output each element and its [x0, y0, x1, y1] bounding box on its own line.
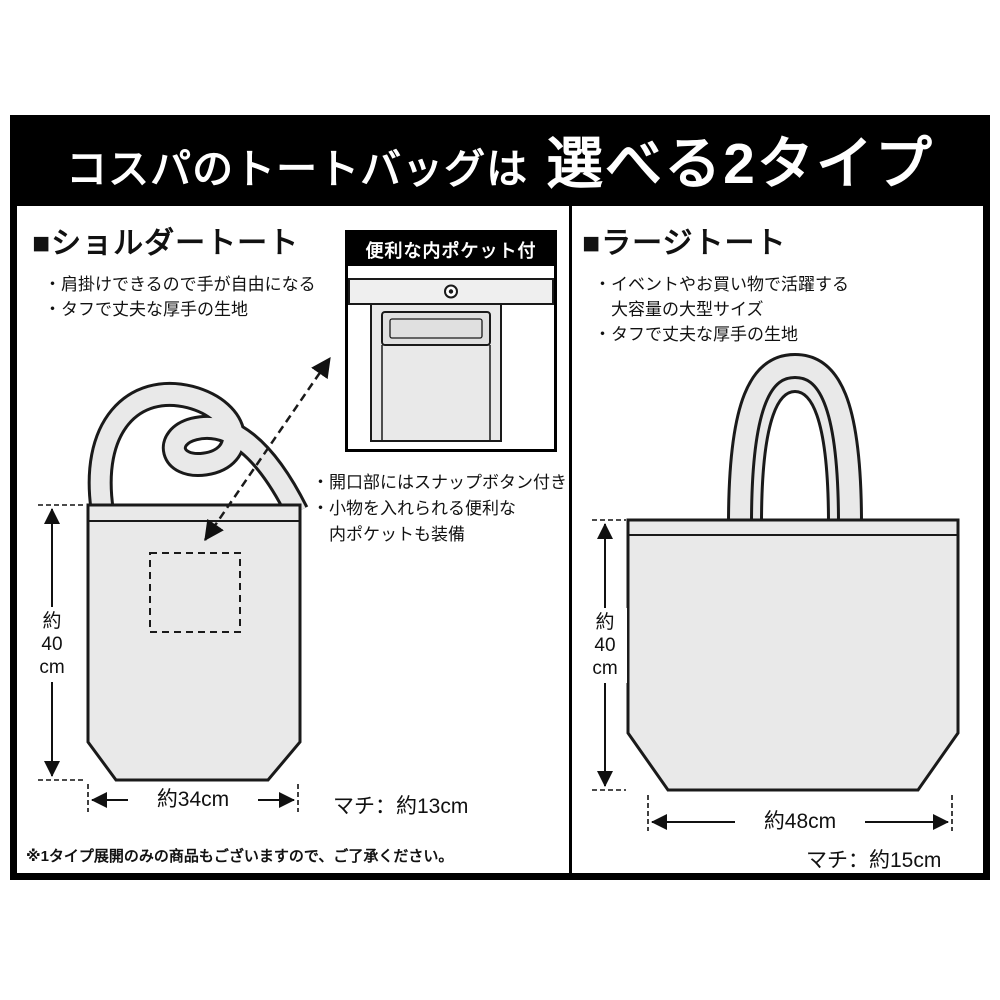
- shoulder-height-label: 約 40 cm: [30, 607, 74, 682]
- feature-line: ・イベントやお買い物で活躍する: [594, 275, 849, 294]
- note-line: 内ポケットも装備: [312, 525, 465, 544]
- shoulder-width-label: 約34cm: [128, 788, 258, 812]
- banner-highlight-text: 選べる2タイプ: [546, 132, 934, 196]
- note-line: ・開口部にはスナップボタン付き: [312, 473, 567, 492]
- large-height-label: 約 40 cm: [583, 608, 627, 683]
- large-width-label: 約48cm: [735, 810, 865, 834]
- inner-pocket-inset-box: 便利な内ポケット付: [345, 230, 557, 452]
- feature-line: ・タフで丈夫な厚手の生地: [44, 300, 248, 319]
- shoulder-gusset-label: マチ：約13cm: [333, 795, 469, 818]
- shoulder-tote-features: ・肩掛けできるので手が自由になる ・タフで丈夫な厚手の生地: [44, 272, 316, 322]
- pocket-notes: ・開口部にはスナップボタン付き ・小物を入れられる便利な 内ポケットも装備: [312, 470, 567, 548]
- large-gusset-label: マチ：約15cm: [806, 849, 942, 872]
- title-banner: コスパのトートバッグは 選べる2タイプ: [17, 122, 983, 206]
- footnote: ※1タイプ展開のみの商品もございますので、ご了承ください。: [26, 848, 454, 865]
- note-line: ・小物を入れられる便利な: [312, 499, 516, 518]
- large-tote-heading: ■ラージトート: [582, 227, 787, 260]
- column-divider: [569, 206, 572, 873]
- feature-line: ・肩掛けできるので手が自由になる: [44, 275, 316, 294]
- large-tote-features: ・イベントやお買い物で活躍する 大容量の大型サイズ ・タフで丈夫な厚手の生地: [594, 272, 849, 347]
- inset-title: 便利な内ポケット付: [348, 233, 554, 266]
- feature-line: ・タフで丈夫な厚手の生地: [594, 325, 798, 344]
- shoulder-tote-heading: ■ショルダートート: [32, 227, 300, 260]
- banner-prefix-text: コスパのトートバッグは: [66, 146, 529, 192]
- feature-line: 大容量の大型サイズ: [594, 300, 764, 319]
